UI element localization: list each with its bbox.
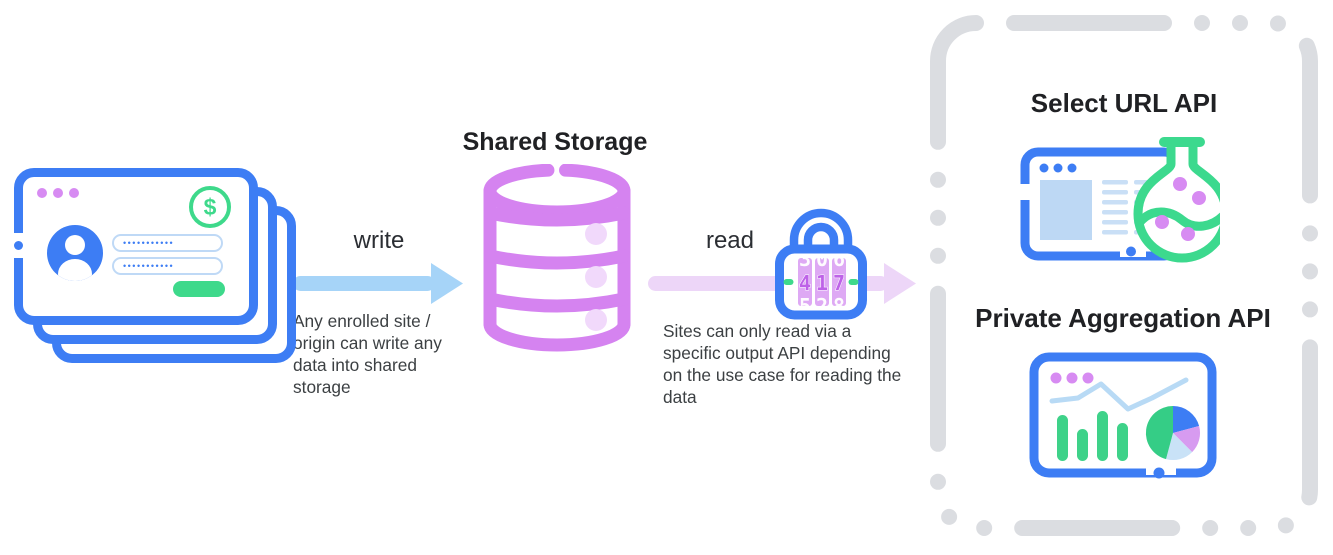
login-window: $ ••••••••••• ••••••••••• (14, 168, 258, 325)
read-label: read (705, 227, 755, 254)
browser-with-flask-icon (1020, 137, 1220, 263)
window-control-dots-icon (37, 188, 79, 198)
submit-button (173, 281, 225, 297)
card-border-dot (14, 241, 23, 250)
private-aggregation-api-title: Private Aggregation API (975, 303, 1271, 333)
svg-text:0: 0 (816, 247, 828, 271)
password-field-2: ••••••••••• (112, 257, 223, 275)
write-arrow-icon (293, 263, 463, 304)
lock-digit-1: 4 (799, 271, 811, 295)
dollar-circle-icon: $ (189, 186, 231, 228)
bar-chart-icon (1057, 411, 1128, 461)
pie-chart-icon (1145, 405, 1201, 461)
password-field: ••••••••••• (112, 234, 223, 252)
dashboard-charts-icon (1029, 352, 1217, 479)
user-avatar-icon (47, 225, 103, 281)
lock-digit-2: 1 (816, 271, 828, 295)
read-caption: Sites can only read via a specific outpu… (663, 321, 902, 407)
combination-lock-icon: 3 4 5 0 1 2 6 7 8 (775, 208, 867, 320)
write-caption: Any enrolled site / origin can write any… (293, 311, 442, 397)
lock-digit-3: 7 (833, 271, 845, 295)
database-cylinder-icon (483, 164, 631, 352)
svg-text:6: 6 (833, 247, 845, 271)
svg-text:2: 2 (816, 294, 828, 318)
lock-dials: 3 4 5 0 1 2 6 7 8 (798, 247, 845, 318)
shared-storage-title: Shared Storage (462, 128, 648, 156)
svg-text:5: 5 (799, 294, 811, 318)
write-label: write (353, 227, 405, 254)
select-url-api-title: Select URL API (1030, 88, 1218, 118)
svg-text:3: 3 (799, 247, 811, 271)
api-panel-dashed-border (930, 15, 1318, 536)
svg-text:8: 8 (833, 294, 845, 318)
